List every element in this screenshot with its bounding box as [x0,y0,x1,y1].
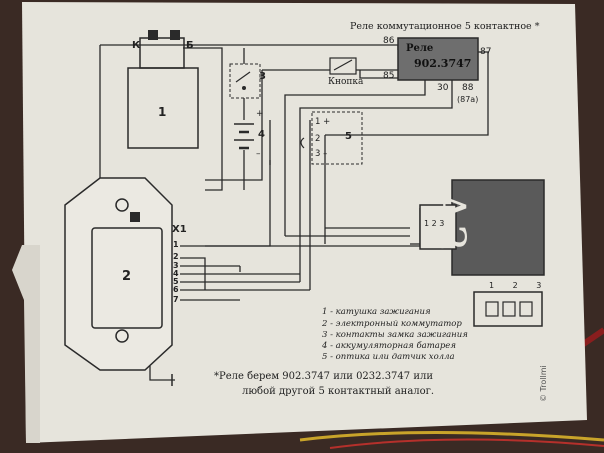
battery-minus: – [256,149,261,159]
coil-top [139,37,185,69]
battery-number: 4 [258,129,265,140]
coil-label-b: Б [186,40,194,51]
note-line-1: *Реле берем 902.3747 или 0232.3747 или [214,371,434,382]
watermark: © Trollmi [539,365,548,402]
relay-title: Реле коммутационное 5 контактное * [350,21,540,32]
relay-box [397,37,479,81]
relay-pin-87: 87 [480,47,492,57]
relay-pin-30: 30 [437,83,449,93]
commutator-pin-7: 7 [173,295,179,304]
commutator-pin-2: 2 [173,252,179,261]
commutator-pin-3: 3 [173,261,179,270]
connector-pin-1-icon [485,301,499,317]
connector-outline-icon [473,291,543,327]
relay-pin-88: 88 [462,83,474,93]
optics-box [311,111,363,165]
coil-terminal-k [148,30,158,40]
button-label: Кнопка [328,77,364,87]
commutator-pin-5: 5 [173,277,179,286]
legend-item-4: 4 - аккумуляторная батарея [322,341,456,351]
optics-pin-3: 3 – [315,149,328,159]
a3-pins: 1 2 3 [424,219,445,228]
commutator-body [91,227,163,329]
yellow-cable [299,431,604,442]
optics-pin-2: 2 [315,134,321,144]
relay-pin-85: 85 [383,71,395,81]
relay-name-1: Реле [406,43,434,54]
coil-label-k: К [132,40,141,51]
switch-contact-icon [235,71,251,83]
contacts-number: 3 [259,71,266,82]
button-box [329,57,357,75]
a3-block [451,179,545,276]
battery-plus: + [256,109,264,119]
ignition-switch-box [229,63,261,99]
battery-symbol [234,123,254,150]
electronic-commutator [64,177,173,371]
commutator-pin-6: 6 [173,285,179,294]
note-line-2: любой другой 5 контактный аналог. [242,386,435,397]
commutator-pin-1: 1 [173,240,179,249]
mounting-hole-top-icon [115,198,129,212]
red-cable [329,438,604,449]
switch-dot-icon [242,86,246,90]
commutator-connector: X1 [172,224,187,235]
legend-item-2: 2 - электронный коммутатор [322,319,462,329]
relay-pin-87a: (87a) [457,95,479,104]
ignition-coil [127,30,199,149]
relay-pin-86: 86 [383,36,395,46]
mounting-hole-bottom-icon [115,329,129,343]
button-contact-icon [333,59,353,71]
relay-name-2: 902.3747 [414,57,472,70]
coil-number: 1 [158,105,167,119]
legend-item-1: 1 - катушка зажигания [322,307,431,317]
connector-pin-3-icon [519,301,533,317]
commutator-pin-4: 4 [173,269,179,278]
a3-connector [419,204,457,250]
commutator-number: 2 [122,269,132,284]
connector-pin-2-icon [502,301,516,317]
legend-item-5: 5 - оптика или датчик холла [322,352,455,362]
legend-item-3: 3 - контакты замка зажигания [322,330,468,340]
coil-terminal-b [170,30,180,40]
connector-icon-pins: 1 2 3 [489,281,550,290]
optics-number: 5 [345,131,352,142]
optics-bracket-icon [300,137,305,149]
commutator-tab [130,212,140,222]
optics-pin-1: 1 + [315,117,331,127]
paper-torn-edge [12,245,40,443]
